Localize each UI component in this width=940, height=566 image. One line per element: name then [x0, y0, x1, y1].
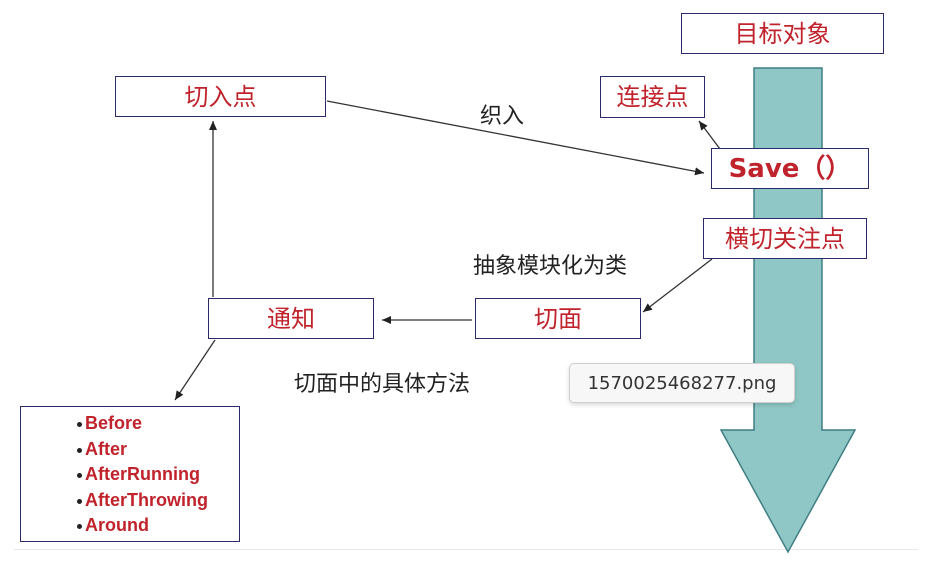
bullet-icon: [77, 524, 82, 529]
node-advice: 通知: [208, 298, 374, 339]
advice-types-list: Before After AfterRunning AfterThrowing …: [20, 406, 240, 542]
edge-concern-to-aspect: [642, 258, 713, 313]
node-aspect: 切面: [475, 298, 641, 339]
node-joinpoint: 连接点: [600, 76, 705, 118]
advice-item: Before: [77, 411, 239, 437]
edge-advice-to-list: [174, 339, 216, 401]
advice-item: AfterThrowing: [77, 488, 239, 514]
bullet-icon: [77, 422, 82, 427]
node-save: Save（）: [711, 148, 869, 189]
advice-item: Around: [77, 513, 239, 539]
advice-item: After: [77, 437, 239, 463]
node-target-object: 目标对象: [681, 13, 884, 54]
edge-pointcut-to-save: [326, 100, 705, 176]
label-modularize: 抽象模块化为类: [473, 254, 628, 279]
bullet-icon: [77, 473, 82, 478]
execution-flow-arrow: [719, 67, 857, 554]
label-aspect-methods: 切面中的具体方法: [294, 372, 471, 397]
edge-save-to-joinpoint: [698, 120, 721, 150]
node-crosscutting-concern: 横切关注点: [703, 218, 867, 259]
advice-item: AfterRunning: [77, 462, 239, 488]
label-weaving: 织入: [480, 104, 525, 129]
image-filename-tooltip: 1570025468277.png: [569, 363, 795, 403]
bullet-icon: [77, 447, 82, 453]
canvas-bottom-border: [14, 549, 918, 550]
node-pointcut: 切入点: [115, 76, 326, 117]
bullet-icon: [77, 498, 82, 504]
